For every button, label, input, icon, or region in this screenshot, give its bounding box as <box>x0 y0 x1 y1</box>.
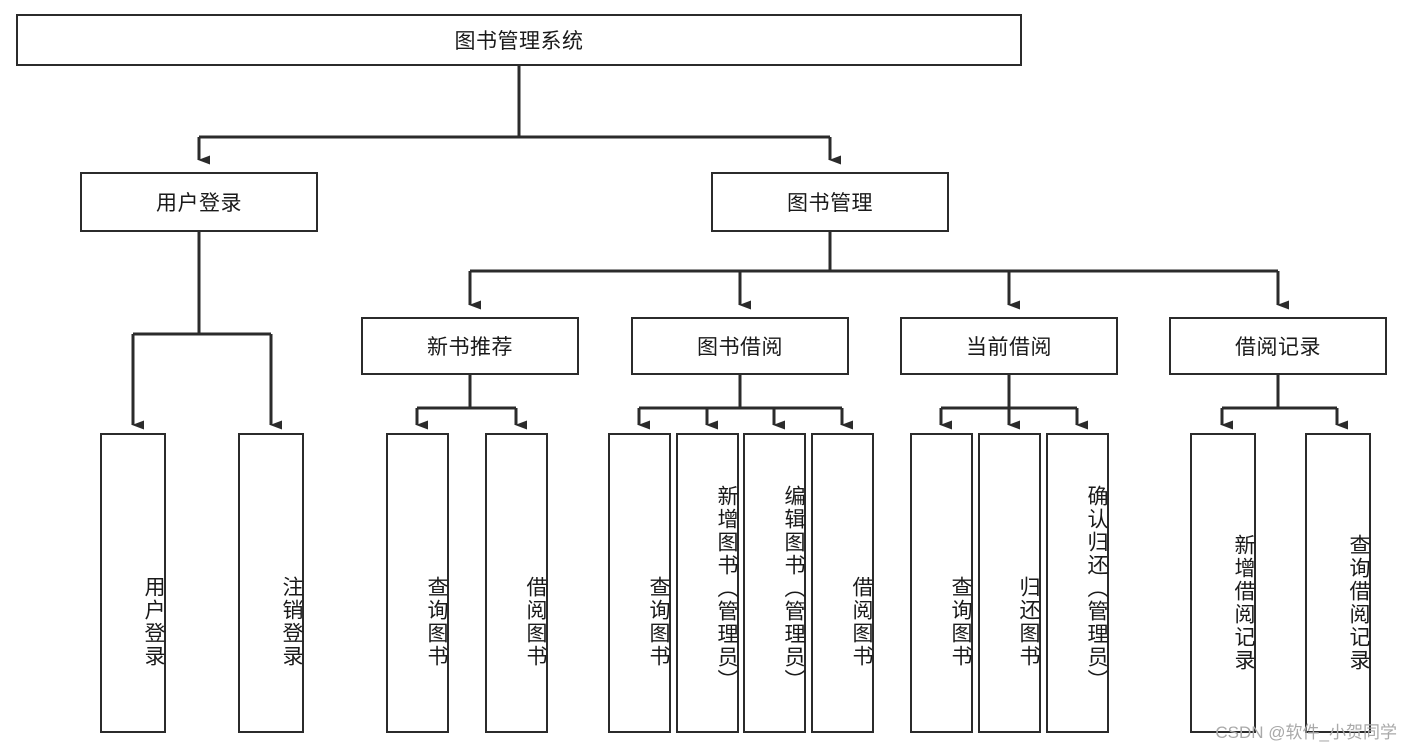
node-user-login[interactable]: 用户登录 <box>80 172 318 232</box>
node-user-login-label: 用户登录 <box>156 192 242 215</box>
node-root[interactable]: 图书管理系统 <box>16 14 1022 66</box>
node-leaf-add-borrow-record[interactable]: 新增借阅记录 <box>1190 433 1256 733</box>
node-leaf-borrow-book-recommend-label: 借阅图书 <box>524 576 547 668</box>
node-borrow-record-label: 借阅记录 <box>1235 336 1321 359</box>
node-current-borrow[interactable]: 当前借阅 <box>900 317 1118 375</box>
node-leaf-logout[interactable]: 注销登录 <box>238 433 304 733</box>
node-leaf-return-book-label: 归还图书 <box>1017 576 1040 668</box>
node-leaf-confirm-return-label: 确认归还（管理员） <box>1085 484 1108 692</box>
node-current-borrow-label: 当前借阅 <box>966 336 1052 359</box>
node-leaf-edit-book-label: 编辑图书（管理员） <box>782 484 805 692</box>
node-leaf-edit-book[interactable]: 编辑图书（管理员） <box>743 433 806 733</box>
node-leaf-query-book-recommend-label: 查询图书 <box>425 576 448 668</box>
node-book-borrow-label: 图书借阅 <box>697 336 783 359</box>
node-leaf-confirm-return[interactable]: 确认归还（管理员） <box>1046 433 1109 733</box>
node-leaf-user-login-label: 用户登录 <box>142 576 165 668</box>
node-leaf-return-book[interactable]: 归还图书 <box>978 433 1041 733</box>
node-leaf-user-login[interactable]: 用户登录 <box>100 433 166 733</box>
node-leaf-borrow-book-label: 借阅图书 <box>850 576 873 668</box>
node-leaf-query-borrow-record-label: 查询借阅记录 <box>1347 534 1370 672</box>
node-leaf-borrow-book-recommend[interactable]: 借阅图书 <box>485 433 548 733</box>
node-leaf-query-borrow-record[interactable]: 查询借阅记录 <box>1305 433 1371 733</box>
node-leaf-query-book-current[interactable]: 查询图书 <box>910 433 973 733</box>
node-leaf-query-book-borrow-label: 查询图书 <box>647 576 670 668</box>
node-book-manage-label: 图书管理 <box>787 192 873 215</box>
node-leaf-query-book-current-label: 查询图书 <box>949 576 972 668</box>
node-borrow-record[interactable]: 借阅记录 <box>1169 317 1387 375</box>
node-leaf-borrow-book[interactable]: 借阅图书 <box>811 433 874 733</box>
node-leaf-logout-label: 注销登录 <box>280 576 303 668</box>
node-leaf-add-book[interactable]: 新增图书（管理员） <box>676 433 739 733</box>
node-leaf-add-borrow-record-label: 新增借阅记录 <box>1232 534 1255 672</box>
node-leaf-add-book-label: 新增图书（管理员） <box>715 484 738 692</box>
node-new-book-recommend[interactable]: 新书推荐 <box>361 317 579 375</box>
node-book-borrow[interactable]: 图书借阅 <box>631 317 849 375</box>
node-book-manage[interactable]: 图书管理 <box>711 172 949 232</box>
node-leaf-query-book-borrow[interactable]: 查询图书 <box>608 433 671 733</box>
node-root-label: 图书管理系统 <box>454 30 584 53</box>
node-new-book-recommend-label: 新书推荐 <box>427 336 513 359</box>
node-leaf-query-book-recommend[interactable]: 查询图书 <box>386 433 449 733</box>
